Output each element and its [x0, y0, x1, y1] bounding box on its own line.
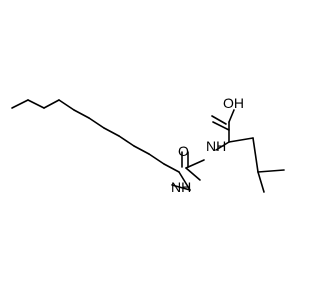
- hydroxyl-label: OH: [223, 95, 244, 111]
- bond-c3-c4: [43, 99, 60, 109]
- bond-gamma-delta1: [257, 169, 285, 173]
- bond-nh2-alpha: [215, 141, 230, 151]
- bond-c9-c10: [133, 145, 150, 155]
- bond-c10-c11: [148, 153, 165, 165]
- bond-c5-c6: [73, 109, 90, 119]
- bond-carbonyl-nh2: [185, 159, 205, 169]
- carbonyl-oxygen-label: O: [178, 143, 189, 159]
- bond-c13-n: [171, 184, 191, 191]
- nonyl-chain: [11, 99, 191, 191]
- bond-c1-c2: [11, 99, 29, 109]
- bond-c2-c3: [27, 99, 45, 109]
- urea-nh-left-label: NH: [171, 179, 191, 195]
- bond-c8-c9: [118, 135, 135, 147]
- bond-carboxyl-oh: [228, 109, 235, 123]
- bond-beta-gamma: [252, 137, 259, 173]
- bond-c6-c7: [88, 117, 105, 129]
- bond-c12-c13: [178, 171, 191, 191]
- bond-c4-c5: [58, 99, 75, 111]
- leucine-backbone: [211, 109, 285, 193]
- bond-nh-carbonyl: [185, 167, 201, 181]
- urea-nh-right-label: NH: [206, 138, 226, 154]
- bond-alpha-beta: [228, 137, 254, 143]
- structure-canvas: OH O NH NH: [11, 95, 285, 195]
- urea-group: [181, 151, 205, 181]
- bond-c7-c8: [103, 127, 120, 137]
- bond-carboxyl-o-a: [211, 115, 227, 125]
- bond-gamma-delta2: [257, 171, 265, 193]
- bond-carboxyl-o-b: [212, 121, 230, 131]
- molecule-structure: OH O NH NH: [11, 95, 285, 195]
- bond-c11-c12: [163, 163, 180, 173]
